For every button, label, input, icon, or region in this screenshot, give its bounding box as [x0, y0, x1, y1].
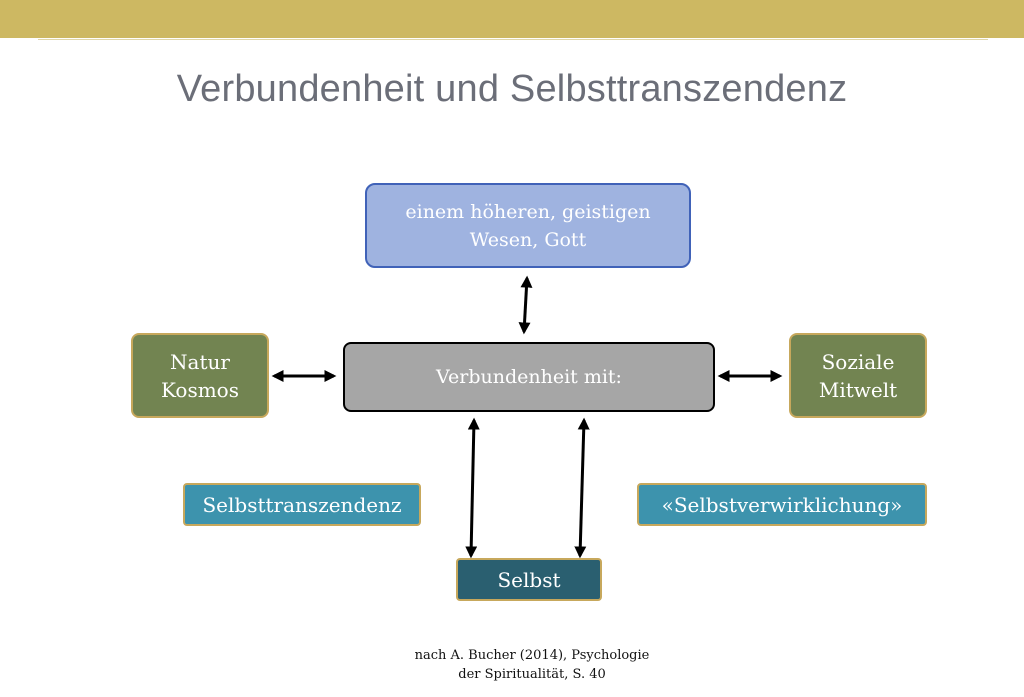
header-divider [38, 39, 988, 40]
slide-title: Verbundenheit und Selbsttranszendenz [176, 68, 848, 110]
node-selbsttranszendenz: Selbsttranszendenz [183, 483, 421, 526]
node-natur-kosmos-label: Natur Kosmos [161, 349, 239, 402]
arrow-top-center [518, 275, 533, 335]
node-hoeheres-wesen: einem höheren, geistigen Wesen, Gott [365, 183, 691, 268]
node-selbstverwirklichung-label: «Selbstverwirklichung» [661, 492, 903, 517]
node-selbst-label: Selbst [497, 567, 561, 592]
node-natur-kosmos: Natur Kosmos [131, 333, 269, 418]
node-soziale-mitwelt-label: Soziale Mitwelt [818, 349, 898, 402]
node-selbstverwirklichung: «Selbstverwirklichung» [637, 483, 927, 526]
node-hoeheres-wesen-label: einem höheren, geistigen Wesen, Gott [405, 200, 651, 251]
header-bar [0, 0, 1024, 38]
node-selbsttranszendenz-label: Selbsttranszendenz [202, 492, 402, 517]
node-selbst: Selbst [456, 558, 602, 601]
source-citation: nach A. Bucher (2014), Psychologie der S… [414, 648, 650, 682]
arrow-center-selbst-left [465, 417, 480, 559]
arrow-center-selbst-right [574, 417, 590, 559]
node-verbundenheit: Verbundenheit mit: [343, 342, 715, 412]
node-soziale-mitwelt: Soziale Mitwelt [789, 333, 927, 418]
node-verbundenheit-label: Verbundenheit mit: [436, 366, 622, 388]
